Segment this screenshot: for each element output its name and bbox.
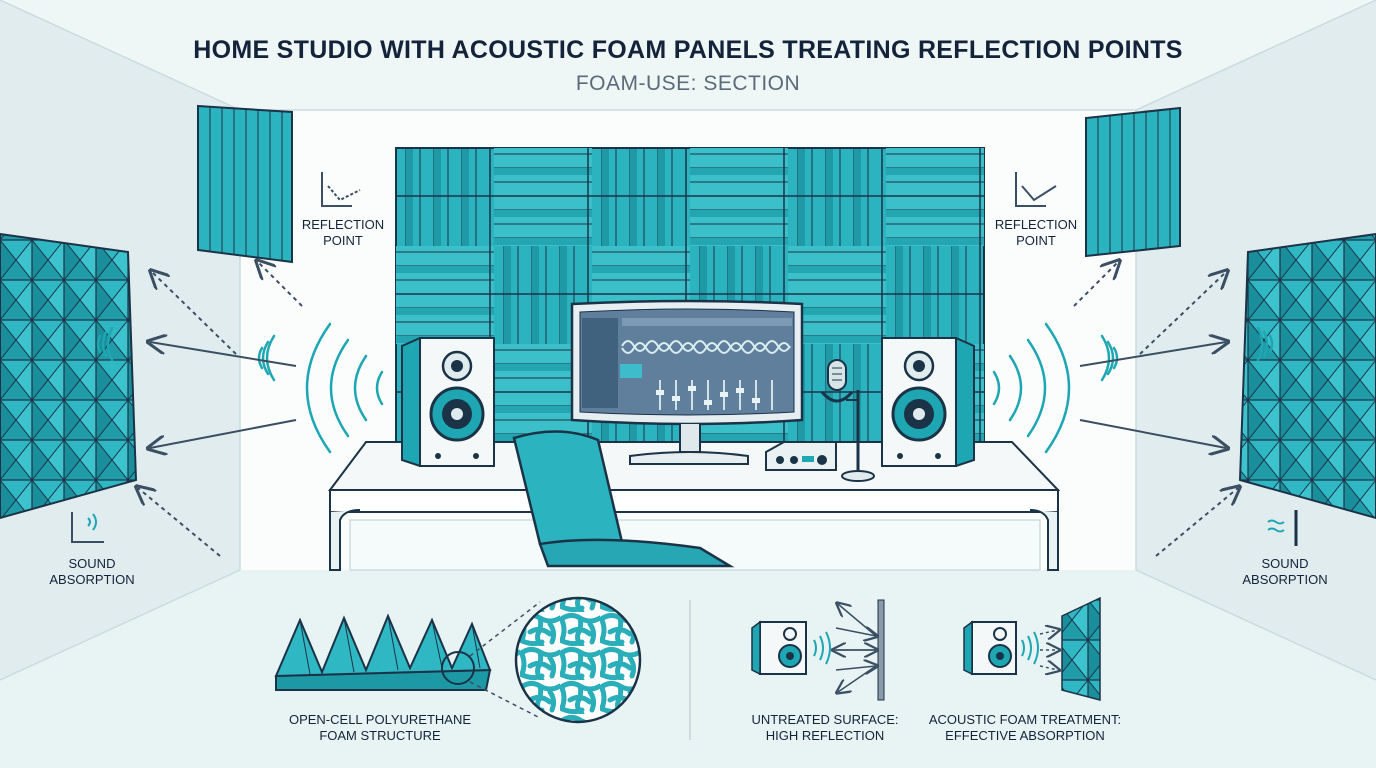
page-title: HOME STUDIO WITH ACOUSTIC FOAM PANELS TR… — [193, 36, 1183, 64]
caption-line: FOAM STRUCTURE — [319, 728, 441, 743]
reflection-panel-right — [1085, 106, 1181, 258]
speaker-icon — [881, 337, 975, 467]
reflection-arrows — [138, 262, 1238, 557]
treated-surface-diagram — [963, 596, 1101, 701]
reflection-icon — [321, 172, 1057, 207]
audio-interface-icon — [765, 441, 837, 471]
label-line: ABSORPTION — [49, 572, 135, 587]
untreated-caption: UNTREATED SURFACE: HIGH REFLECTION — [735, 712, 915, 744]
sound-waves — [96, 322, 1274, 454]
untreated-surface-diagram — [751, 599, 885, 701]
foam-cell-magnifier — [514, 596, 642, 724]
label-line: REFLECTION — [994, 217, 1078, 232]
microphone-icon — [820, 359, 875, 482]
absorption-icon — [71, 510, 1298, 546]
label-line: ABSORPTION — [1242, 572, 1328, 587]
label-line: SOUND — [1261, 556, 1309, 571]
chair-icon — [512, 430, 735, 568]
treated-caption: ACOUSTIC FOAM TREATMENT: EFFECTIVE ABSOR… — [925, 712, 1125, 744]
caption-line: OPEN-CELL POLYURETHANE — [288, 712, 472, 727]
foam-sample — [274, 601, 541, 719]
reflection-panel-left — [197, 104, 293, 264]
caption-line: EFFECTIVE ABSORPTION — [945, 728, 1105, 743]
desk — [328, 441, 1061, 571]
monitor-icon — [570, 299, 804, 465]
reflection-point-label-left: REFLECTION POINT — [273, 217, 413, 249]
label-line: SOUND — [68, 556, 116, 571]
label-line: POINT — [1016, 233, 1056, 248]
speaker-icon — [401, 337, 495, 467]
caption-line: UNTREATED SURFACE: — [751, 712, 899, 727]
reflection-point-label-right: REFLECTION POINT — [966, 217, 1106, 249]
sound-absorption-label-left: SOUND ABSORPTION — [22, 556, 162, 588]
label-line: POINT — [323, 233, 363, 248]
side-foam-left — [0, 232, 138, 520]
page-subtitle: FOAM-USE: SECTION — [575, 72, 801, 95]
side-foam-right — [1238, 232, 1376, 520]
label-line: REFLECTION — [301, 217, 385, 232]
sound-absorption-label-right: SOUND ABSORPTION — [1215, 556, 1355, 588]
foam-structure-caption: OPEN-CELL POLYURETHANE FOAM STRUCTURE — [270, 712, 490, 744]
caption-line: HIGH REFLECTION — [765, 728, 885, 743]
caption-line: ACOUSTIC FOAM TREATMENT: — [928, 712, 1122, 727]
